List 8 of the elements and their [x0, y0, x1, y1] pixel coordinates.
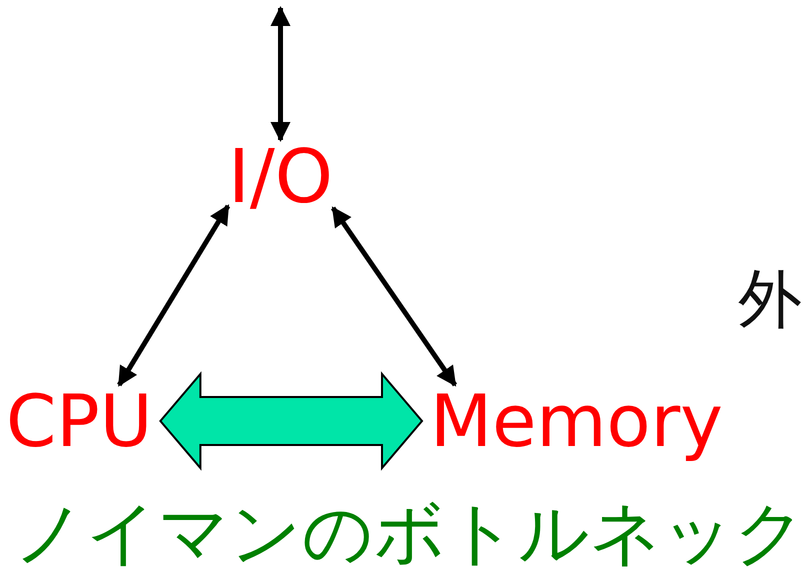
block-arrow	[159, 371, 424, 471]
arrow	[270, 6, 290, 142]
component-label: CPU	[6, 385, 152, 457]
heading: ノイマンのボトルネック	[14, 498, 806, 568]
arrow	[330, 206, 458, 387]
component-label: I/O	[228, 140, 334, 214]
arrow	[117, 204, 230, 387]
partial-text: 外	[738, 268, 802, 332]
